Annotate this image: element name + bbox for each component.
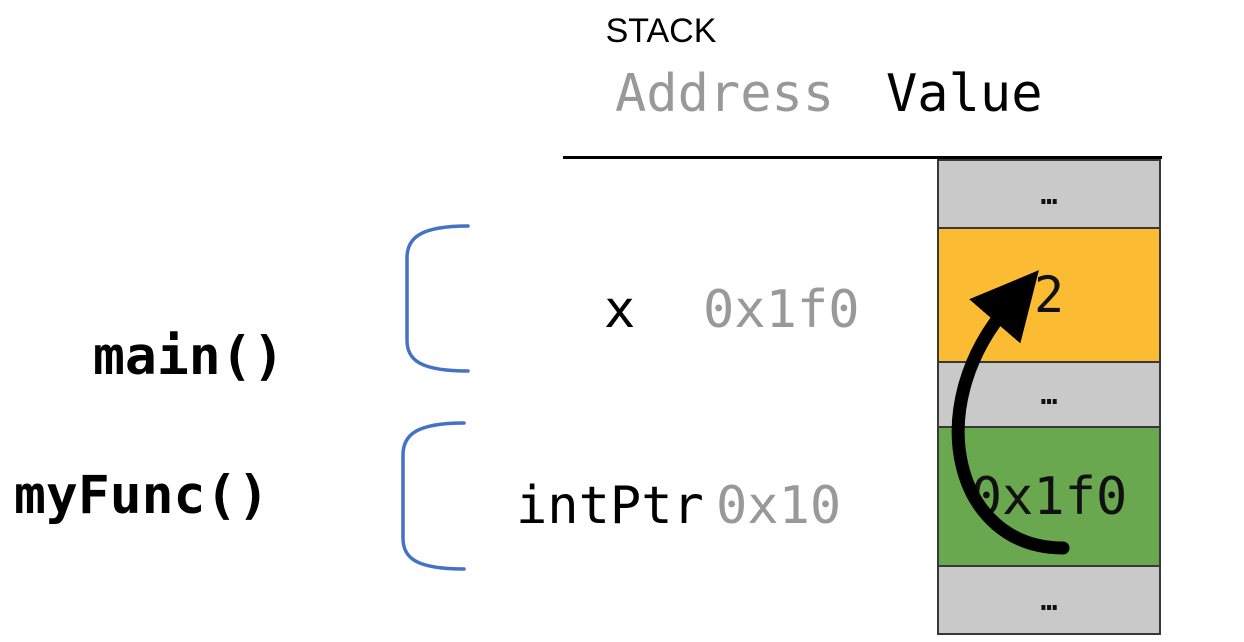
stack-cell-ellipsis-middle: … [937,361,1161,428]
stack-cell-intptr-value: 0x1f0 [937,425,1161,568]
diagram-title: STACK [605,12,717,50]
myfunc-frame-bracket [401,421,466,571]
stack-cell-ellipsis-top: … [937,159,1161,229]
variable-name-x: x [604,280,636,340]
frame-label-myfunc: myFunc() [14,465,270,526]
frame-label-main: main() [93,326,285,387]
stack-cell-x-value: 2 [937,226,1161,364]
column-header-value: Value [886,64,1043,124]
main-frame-bracket [405,224,470,373]
header-underline [563,156,1162,159]
stack-cell-ellipsis-bottom: … [937,565,1161,635]
variable-address-intptr: 0x10 [716,476,842,536]
variable-address-x: 0x1f0 [703,280,860,340]
column-header-address: Address [615,64,835,124]
stack-table: … 2 … 0x1f0 … [937,159,1161,635]
variable-name-intptr: intPtr [516,476,704,536]
